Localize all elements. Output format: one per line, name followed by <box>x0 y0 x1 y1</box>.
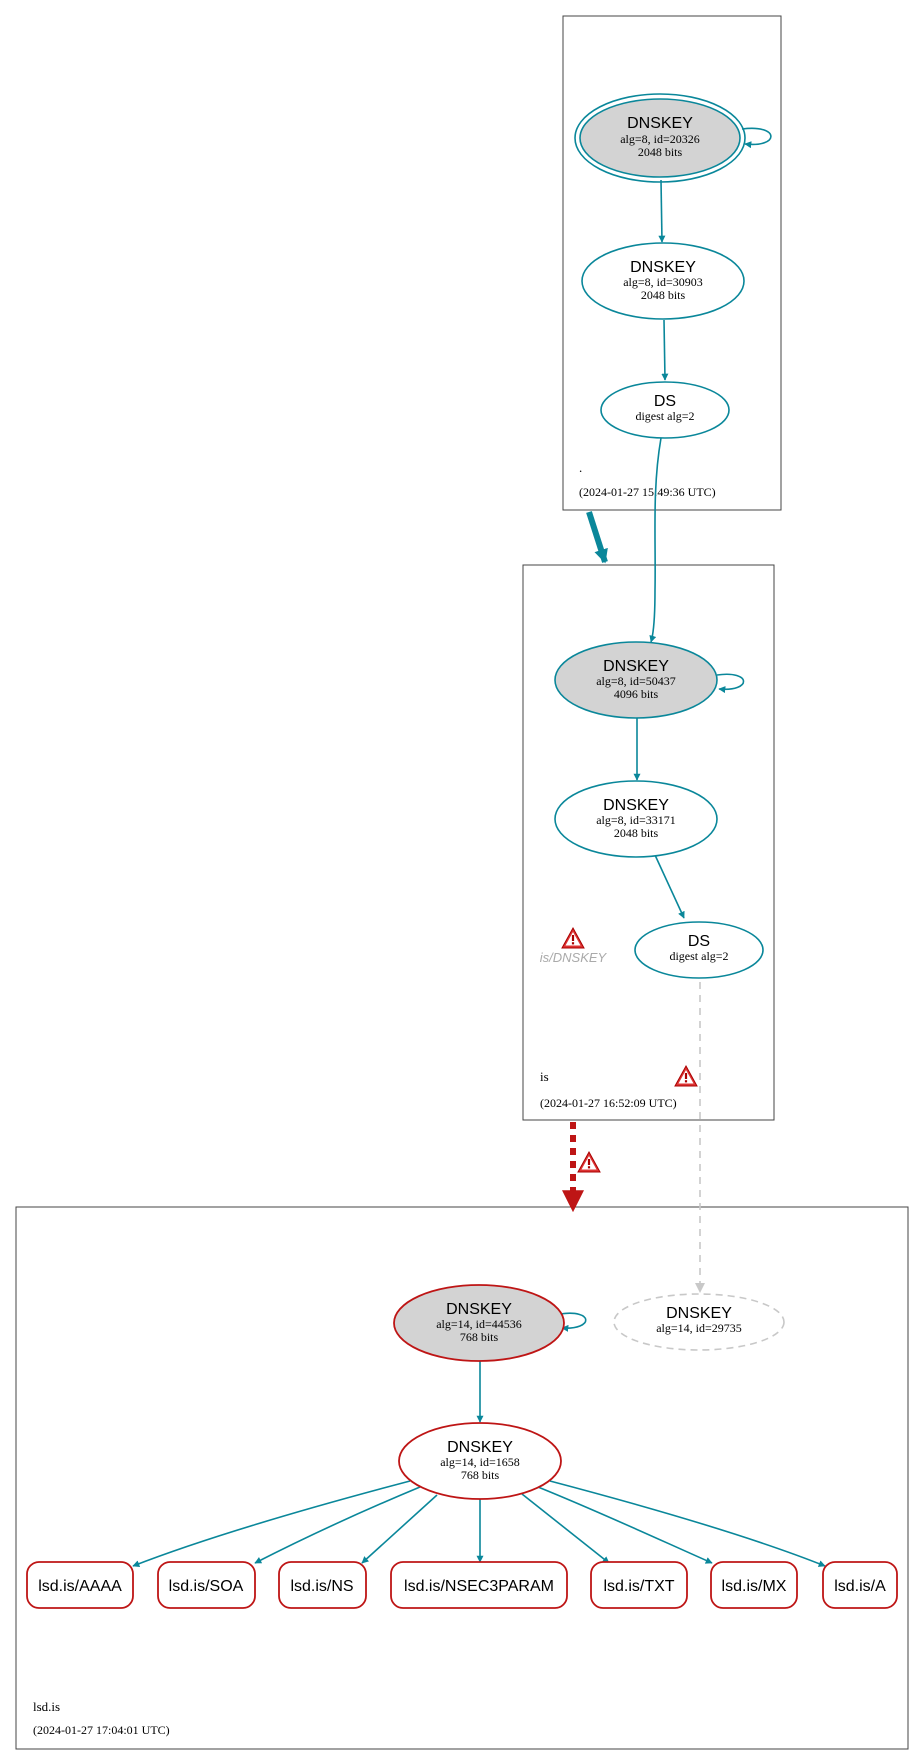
zone-lsd-name: lsd.is <box>33 1699 60 1714</box>
node-title: DNSKEY <box>447 1439 513 1456</box>
rrset-label: lsd.is/AAAA <box>38 1578 122 1595</box>
edge-zsk-to-ns <box>361 1494 438 1564</box>
zone-lsd: lsd.is (2024-01-27 17:04:01 UTC) <box>15 1206 909 1750</box>
node-detail: 768 bits <box>461 1468 500 1482</box>
zone-root-timestamp: (2024-01-27 15:49:36 UTC) <box>579 485 716 499</box>
edge-root-ds-to-is-ksk <box>649 437 662 643</box>
edge-zsk-to-mx <box>537 1486 713 1564</box>
rrset-label: lsd.is/SOA <box>169 1578 244 1595</box>
zone-is-name: is <box>540 1069 549 1084</box>
node-lsd-zsk[interactable]: DNSKEY alg=14, id=1658 768 bits <box>398 1422 562 1500</box>
zone-root-name: . <box>579 460 582 475</box>
node-detail: alg=8, id=50437 <box>596 674 676 688</box>
edge-zsk-to-aaaa <box>132 1480 411 1567</box>
rrset-a[interactable]: lsd.is/A <box>822 1561 898 1609</box>
is-dnskey-label: is/DNSKEY <box>540 950 608 965</box>
node-root-ksk[interactable]: DNSKEY alg=8, id=20326 2048 bits <box>574 93 746 183</box>
node-is-ksk[interactable]: DNSKEY alg=8, id=50437 4096 bits <box>554 641 718 719</box>
rrset-label: lsd.is/NSEC3PARAM <box>404 1578 554 1595</box>
node-title: DNSKEY <box>603 658 669 675</box>
node-title: DNSKEY <box>446 1301 512 1318</box>
node-title: DS <box>654 393 676 410</box>
zone-lsd-timestamp: (2024-01-27 17:04:01 UTC) <box>33 1723 170 1737</box>
rrset-ns[interactable]: lsd.is/NS <box>278 1561 367 1609</box>
zone-is-timestamp: (2024-01-27 16:52:09 UTC) <box>540 1096 677 1110</box>
node-root-ds[interactable]: DS digest alg=2 <box>600 381 730 439</box>
rrset-txt[interactable]: lsd.is/TXT <box>590 1561 688 1609</box>
rrset-aaaa[interactable]: lsd.is/AAAA <box>26 1561 134 1609</box>
node-detail: alg=8, id=30903 <box>623 275 703 289</box>
rrset-label: lsd.is/A <box>834 1578 886 1595</box>
rrset-nsec3param[interactable]: lsd.is/NSEC3PARAM <box>390 1561 568 1609</box>
node-detail: 4096 bits <box>614 687 659 701</box>
edge-delegation-root-is <box>586 511 608 564</box>
rrset-mx[interactable]: lsd.is/MX <box>710 1561 798 1609</box>
zone-root: . (2024-01-27 15:49:36 UTC) <box>562 15 782 511</box>
edge-root-ksk-to-zsk <box>658 179 666 243</box>
node-title: DNSKEY <box>627 115 693 132</box>
edge-zsk-to-a <box>549 1480 826 1567</box>
node-is-dnskey-warning[interactable]: is/DNSKEY <box>540 927 608 965</box>
edge-lsd-ksk-self <box>559 1312 587 1332</box>
edge-is-ksk-self <box>716 673 745 694</box>
node-title: DS <box>688 933 710 950</box>
warning-icon[interactable] <box>577 1151 601 1173</box>
node-detail: 2048 bits <box>614 826 659 840</box>
edges <box>132 127 826 1567</box>
rrset-soa[interactable]: lsd.is/SOA <box>157 1561 256 1609</box>
node-detail: 768 bits <box>460 1330 499 1344</box>
node-detail: 2048 bits <box>638 145 683 159</box>
edge-zsk-to-soa <box>254 1486 421 1564</box>
rrset-label: lsd.is/NS <box>290 1578 353 1595</box>
edge-root-zsk-to-ds <box>661 319 669 381</box>
zone-is: is (2024-01-27 16:52:09 UTC) <box>522 564 775 1121</box>
edge-is-zsk-to-ds <box>654 854 685 919</box>
node-root-zsk[interactable]: DNSKEY alg=8, id=30903 2048 bits <box>581 242 745 320</box>
node-lsd-ksk[interactable]: DNSKEY alg=14, id=44536 768 bits <box>393 1284 565 1362</box>
node-is-zsk[interactable]: DNSKEY alg=8, id=33171 2048 bits <box>554 780 718 858</box>
node-title: DNSKEY <box>603 797 669 814</box>
node-title: DNSKEY <box>630 259 696 276</box>
rrset-label: lsd.is/TXT <box>603 1578 674 1595</box>
warning-icon <box>561 927 585 949</box>
node-is-ds[interactable]: DS digest alg=2 <box>634 921 764 979</box>
node-detail: digest alg=2 <box>635 409 694 423</box>
node-title: DNSKEY <box>666 1305 732 1322</box>
node-detail: 2048 bits <box>641 288 686 302</box>
node-detail: digest alg=2 <box>669 949 728 963</box>
node-detail: alg=14, id=44536 <box>436 1317 522 1331</box>
edge-zsk-to-txt <box>521 1493 610 1564</box>
node-lsd-missing-key[interactable]: DNSKEY alg=14, id=29735 <box>613 1293 785 1351</box>
node-detail: alg=8, id=33171 <box>596 813 676 827</box>
node-detail: alg=14, id=1658 <box>440 1455 520 1469</box>
node-detail: alg=8, id=20326 <box>620 132 700 146</box>
rrset-label: lsd.is/MX <box>722 1578 787 1595</box>
node-detail: alg=14, id=29735 <box>656 1321 742 1335</box>
warning-icon[interactable] <box>674 1065 698 1087</box>
edge-root-ksk-self <box>741 127 772 149</box>
